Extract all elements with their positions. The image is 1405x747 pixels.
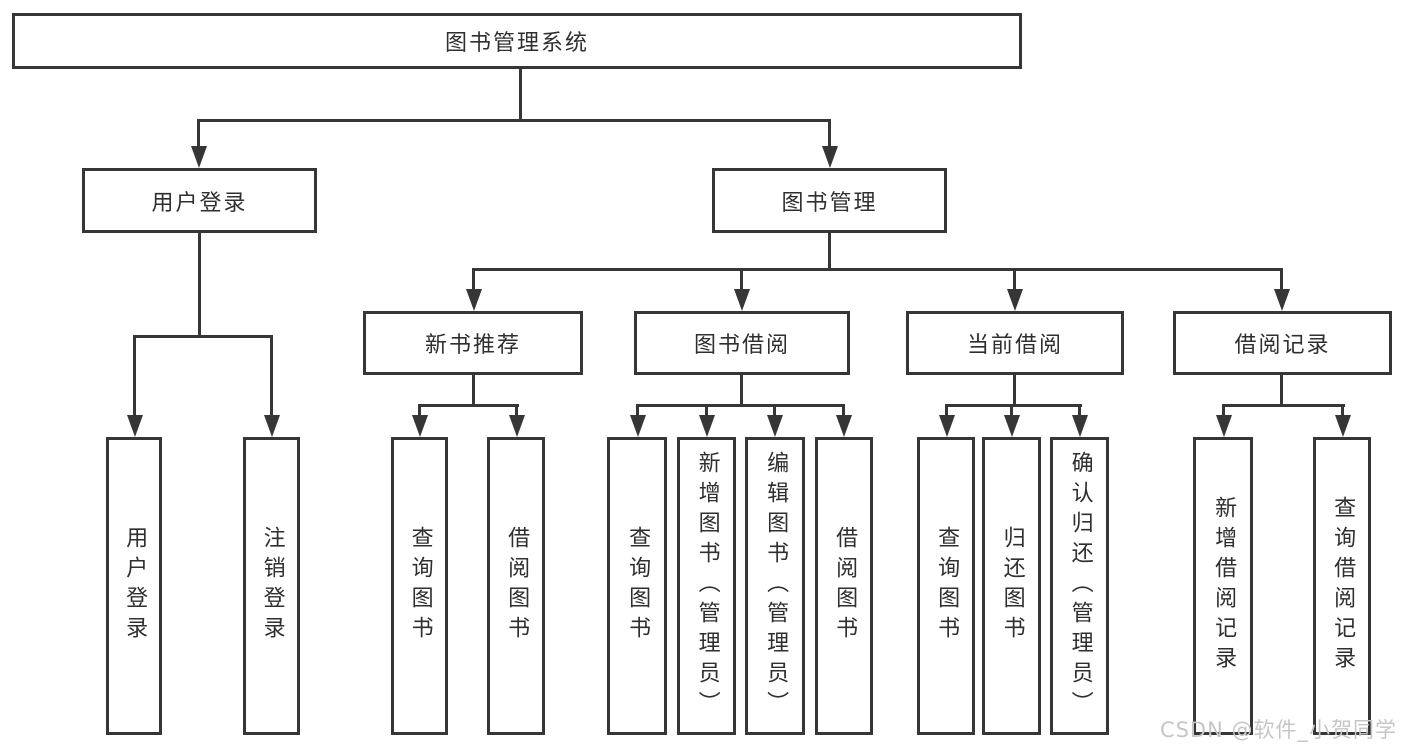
connector-line bbox=[197, 119, 200, 150]
node-label: 查询图书 bbox=[625, 526, 651, 646]
leaf-query-books-3: 查询图书 bbox=[917, 437, 975, 735]
arrowhead-down bbox=[836, 415, 852, 437]
connector-line bbox=[705, 404, 708, 419]
arrowhead-down bbox=[1072, 415, 1088, 437]
node-label: 查询借阅记录 bbox=[1330, 496, 1356, 676]
arrowhead-down bbox=[191, 146, 207, 168]
leaf-query-books-2: 查询图书 bbox=[607, 437, 667, 735]
arrowhead-down bbox=[822, 146, 838, 168]
node-current-borrowing: 当前借阅 bbox=[906, 311, 1124, 375]
connector-line bbox=[828, 233, 831, 271]
node-label: 图书管理 bbox=[781, 190, 878, 216]
arrowhead-down bbox=[1335, 415, 1351, 437]
node-library-management-system: 图书管理系统 bbox=[12, 13, 1022, 69]
arrowhead-down bbox=[412, 415, 428, 437]
node-label: 借阅记录 bbox=[1234, 333, 1331, 358]
connector-line bbox=[1222, 404, 1345, 407]
connector-line bbox=[1280, 268, 1283, 293]
arrowhead-down bbox=[939, 415, 955, 437]
connector-line bbox=[1341, 404, 1344, 419]
connector-line bbox=[472, 268, 475, 293]
node-label: 用户登录 bbox=[151, 190, 248, 216]
arrowhead-down bbox=[509, 415, 525, 437]
node-label: 查询图书 bbox=[407, 526, 433, 646]
arrowhead-down bbox=[767, 415, 783, 437]
leaf-confirm-return-admin: 确认归还（管理员） bbox=[1050, 437, 1109, 735]
leaf-return-book: 归还图书 bbox=[982, 437, 1041, 735]
arrowhead-down bbox=[699, 415, 715, 437]
connector-line bbox=[472, 375, 475, 407]
leaf-add-book-admin: 新增图书（管理员） bbox=[677, 437, 736, 735]
arrowhead-down bbox=[1004, 415, 1020, 437]
node-label: 用户登录 bbox=[122, 526, 148, 646]
arrowhead-down bbox=[630, 415, 646, 437]
node-new-book-recommendation: 新书推荐 bbox=[363, 311, 583, 375]
connector-line bbox=[1013, 268, 1016, 293]
leaf-query-books-1: 查询图书 bbox=[391, 437, 448, 735]
node-label: 新增借阅记录 bbox=[1211, 496, 1237, 676]
leaf-query-borrow-record: 查询借阅记录 bbox=[1313, 437, 1371, 735]
connector-line bbox=[133, 335, 273, 338]
node-user-login: 用户登录 bbox=[82, 168, 317, 233]
connector-line bbox=[740, 375, 743, 407]
connector-line bbox=[773, 404, 776, 419]
node-label: 借阅图书 bbox=[832, 526, 858, 646]
leaf-logout: 注销登录 bbox=[243, 437, 300, 735]
connector-line bbox=[472, 268, 1283, 271]
connector-line bbox=[945, 404, 1082, 407]
node-label: 归还图书 bbox=[999, 526, 1025, 646]
node-label: 新增图书（管理员） bbox=[694, 451, 720, 721]
connector-line bbox=[842, 404, 845, 419]
connector-line bbox=[1222, 404, 1225, 419]
node-borrowing-records: 借阅记录 bbox=[1173, 311, 1392, 375]
connector-line bbox=[1280, 375, 1283, 407]
arrowhead-down bbox=[734, 289, 750, 311]
node-label: 借阅图书 bbox=[504, 526, 530, 646]
connector-line bbox=[636, 404, 639, 419]
connector-line bbox=[133, 335, 136, 419]
leaf-edit-book-admin: 编辑图书（管理员） bbox=[745, 437, 805, 735]
arrowhead-down bbox=[127, 415, 143, 437]
node-label: 查询图书 bbox=[934, 526, 960, 646]
connector-line bbox=[1078, 404, 1081, 419]
connector-line bbox=[1010, 404, 1013, 419]
connector-line bbox=[636, 404, 845, 407]
csdn-watermark: CSDN @软件_小贺同学 bbox=[1159, 718, 1397, 742]
leaf-add-borrow-record: 新增借阅记录 bbox=[1193, 437, 1253, 735]
leaf-borrow-books-1: 借阅图书 bbox=[487, 437, 545, 735]
arrowhead-down bbox=[1216, 415, 1232, 437]
node-book-management: 图书管理 bbox=[712, 168, 947, 233]
connector-line bbox=[197, 119, 831, 122]
node-book-borrowing: 图书借阅 bbox=[634, 311, 850, 375]
node-label: 图书管理系统 bbox=[444, 31, 589, 56]
connector-line bbox=[198, 233, 201, 338]
connector-line bbox=[418, 404, 519, 407]
connector-line bbox=[270, 335, 273, 419]
connector-line bbox=[418, 404, 421, 419]
connector-line bbox=[515, 404, 518, 419]
connector-line bbox=[519, 68, 522, 122]
connector-line bbox=[1013, 375, 1016, 407]
node-label: 新书推荐 bbox=[424, 333, 521, 358]
node-label: 编辑图书（管理员） bbox=[763, 451, 789, 721]
node-label: 当前借阅 bbox=[966, 333, 1063, 358]
arrowhead-down bbox=[1007, 289, 1023, 311]
arrowhead-down bbox=[264, 415, 280, 437]
node-label: 确认归还（管理员） bbox=[1067, 451, 1093, 721]
leaf-borrow-books-2: 借阅图书 bbox=[815, 437, 873, 735]
connector-line bbox=[945, 404, 948, 419]
connector-line bbox=[740, 268, 743, 293]
arrowhead-down bbox=[466, 289, 482, 311]
node-label: 图书借阅 bbox=[693, 333, 790, 358]
node-label: 注销登录 bbox=[259, 526, 285, 646]
leaf-user-login: 用户登录 bbox=[106, 437, 162, 735]
arrowhead-down bbox=[1274, 289, 1290, 311]
connector-line bbox=[828, 119, 831, 150]
